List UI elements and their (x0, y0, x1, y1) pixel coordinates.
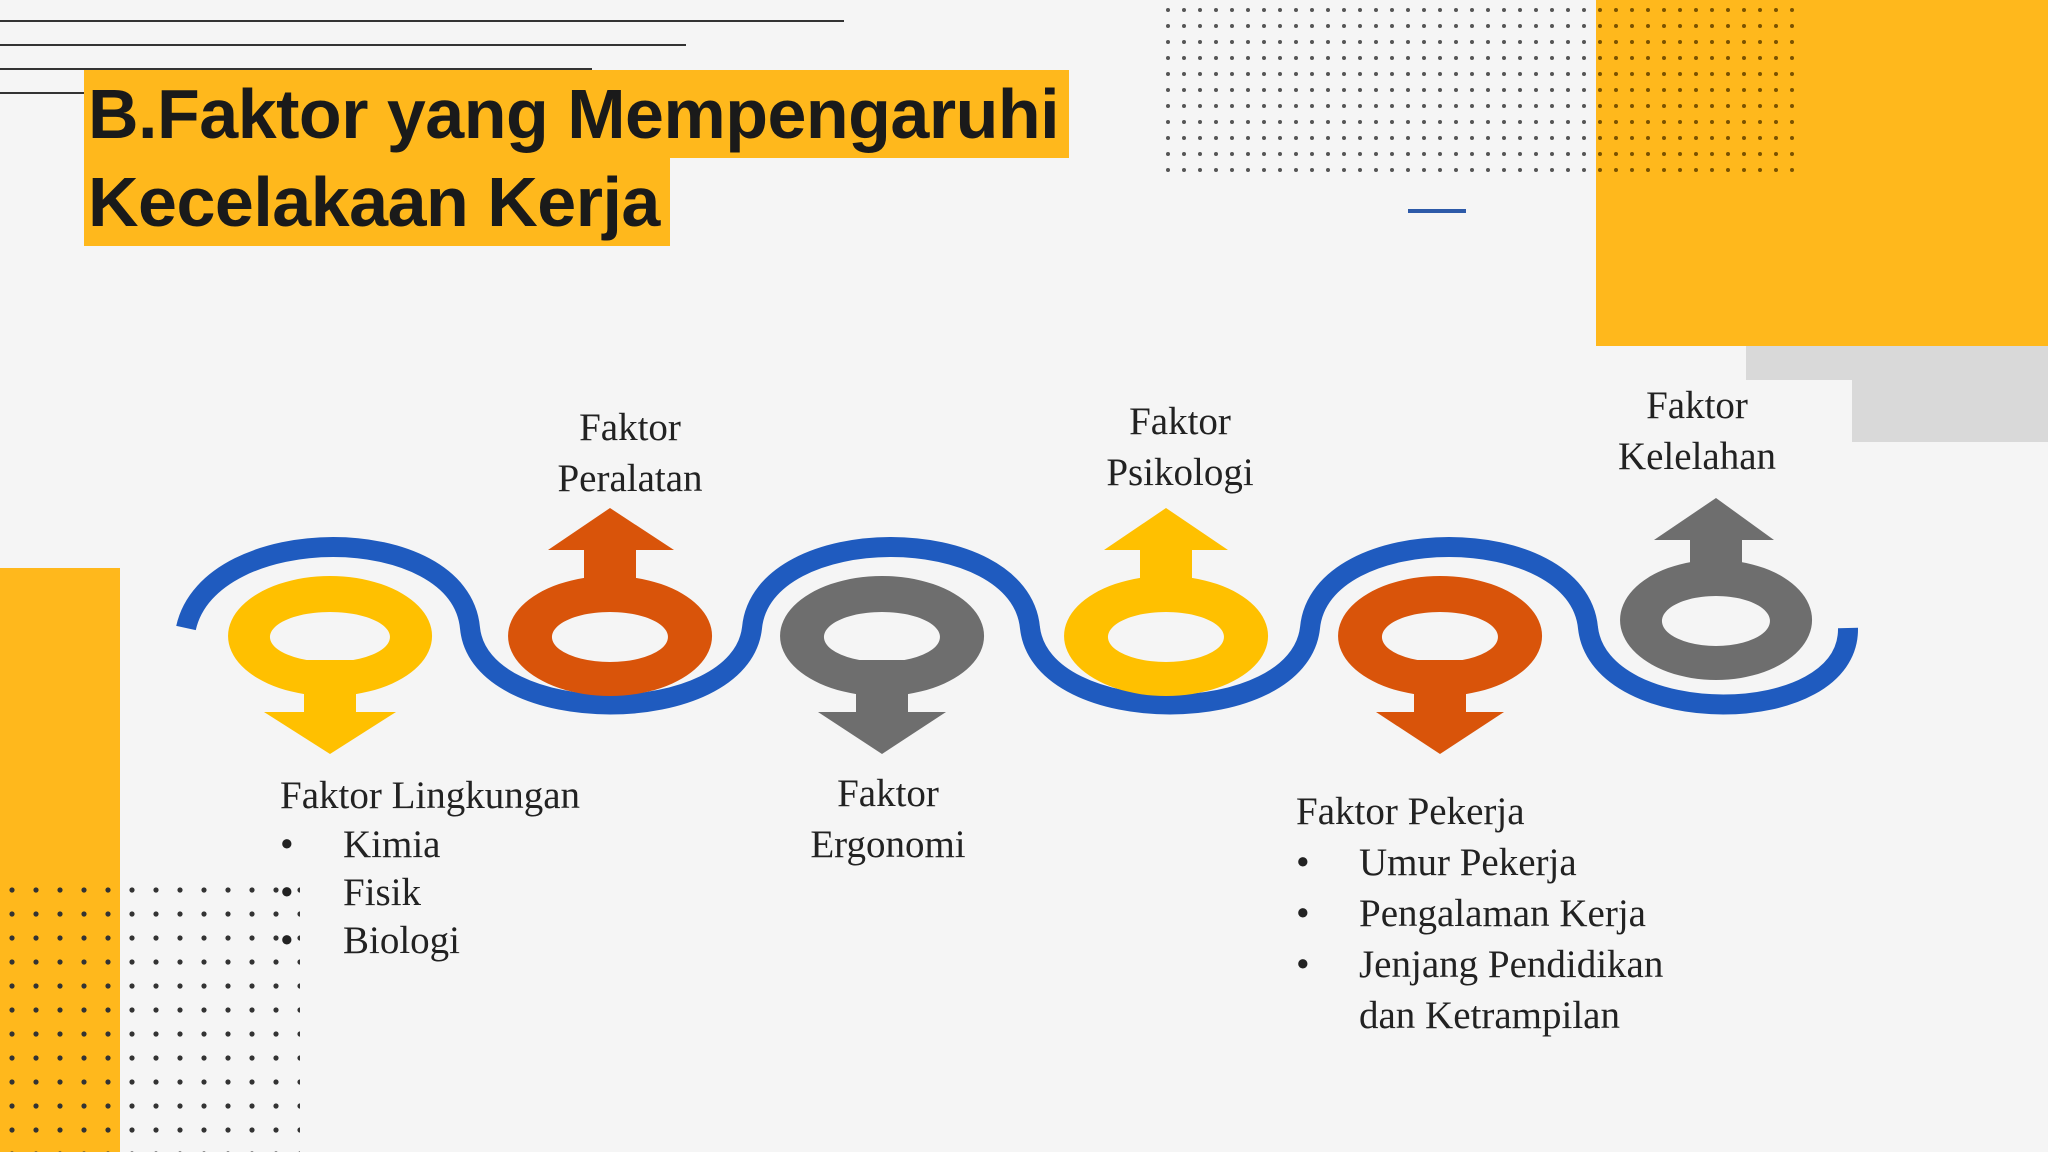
label-psikologi-line1: Faktor (1129, 400, 1231, 443)
list-item: Umur Pekerja (1296, 837, 1663, 888)
list-lingkungan: Kimia Fisik Biologi (280, 821, 580, 965)
label-ergonomi: Faktor Ergonomi (788, 768, 988, 870)
label-psikologi: Faktor Psikologi (1080, 396, 1280, 498)
marker-psikologi-icon (1064, 508, 1269, 696)
marker-lingkungan-icon (228, 576, 433, 754)
decor-dash (1408, 209, 1466, 213)
list-item: Biologi (280, 917, 580, 965)
marker-kelelahan-icon (1620, 498, 1813, 681)
list-item: Pengalaman Kerja (1296, 888, 1663, 939)
list-item: Kimia (280, 821, 580, 869)
marker-peralatan-icon (508, 508, 713, 696)
list-item-continuation-text: dan Ketrampilan (1359, 994, 1620, 1037)
page-title-line-2: Kecelakaan Kerja (84, 158, 670, 246)
decor-line-1 (0, 20, 844, 22)
decor-line-3 (0, 68, 592, 70)
list-item-continuation: dan Ketrampilan (1296, 990, 1663, 1041)
decor-line-4 (0, 92, 88, 94)
label-kelelahan: Faktor Kelelahan (1597, 380, 1797, 482)
label-peralatan-line1: Faktor (579, 406, 681, 449)
label-pekerja: Faktor Pekerja Umur Pekerja Pengalaman K… (1296, 786, 1663, 1041)
dot-grid-top-overlay (1596, 0, 1800, 175)
wave-path (176, 537, 1859, 715)
label-peralatan-line2: Peralatan (557, 457, 703, 500)
label-lingkungan: Faktor Lingkungan Kimia Fisik Biologi (280, 770, 580, 965)
label-lingkungan-title: Faktor Lingkungan (280, 774, 581, 817)
marker-ergonomi-icon (780, 576, 985, 754)
label-peralatan: Faktor Peralatan (530, 402, 730, 504)
label-kelelahan-line1: Faktor (1646, 384, 1748, 427)
list-pekerja: Umur Pekerja Pengalaman Kerja Jenjang Pe… (1296, 837, 1663, 1041)
list-item: Fisik (280, 869, 580, 917)
gray-block-right-2 (1852, 380, 2048, 442)
label-pekerja-title: Faktor Pekerja (1296, 790, 1525, 833)
label-ergonomi-line2: Ergonomi (810, 823, 966, 866)
page-title-line-1: B.Faktor yang Mempengaruhi (84, 70, 1070, 158)
decor-line-2 (0, 44, 686, 46)
list-item: Jenjang Pendidikan (1296, 939, 1663, 990)
gray-block-right (1746, 346, 2048, 380)
marker-pekerja-icon (1338, 576, 1543, 754)
label-ergonomi-line1: Faktor (837, 772, 939, 815)
label-kelelahan-line2: Kelelahan (1617, 435, 1777, 478)
label-psikologi-line2: Psikologi (1106, 451, 1254, 494)
dot-grid-bottom-left (0, 880, 300, 1152)
